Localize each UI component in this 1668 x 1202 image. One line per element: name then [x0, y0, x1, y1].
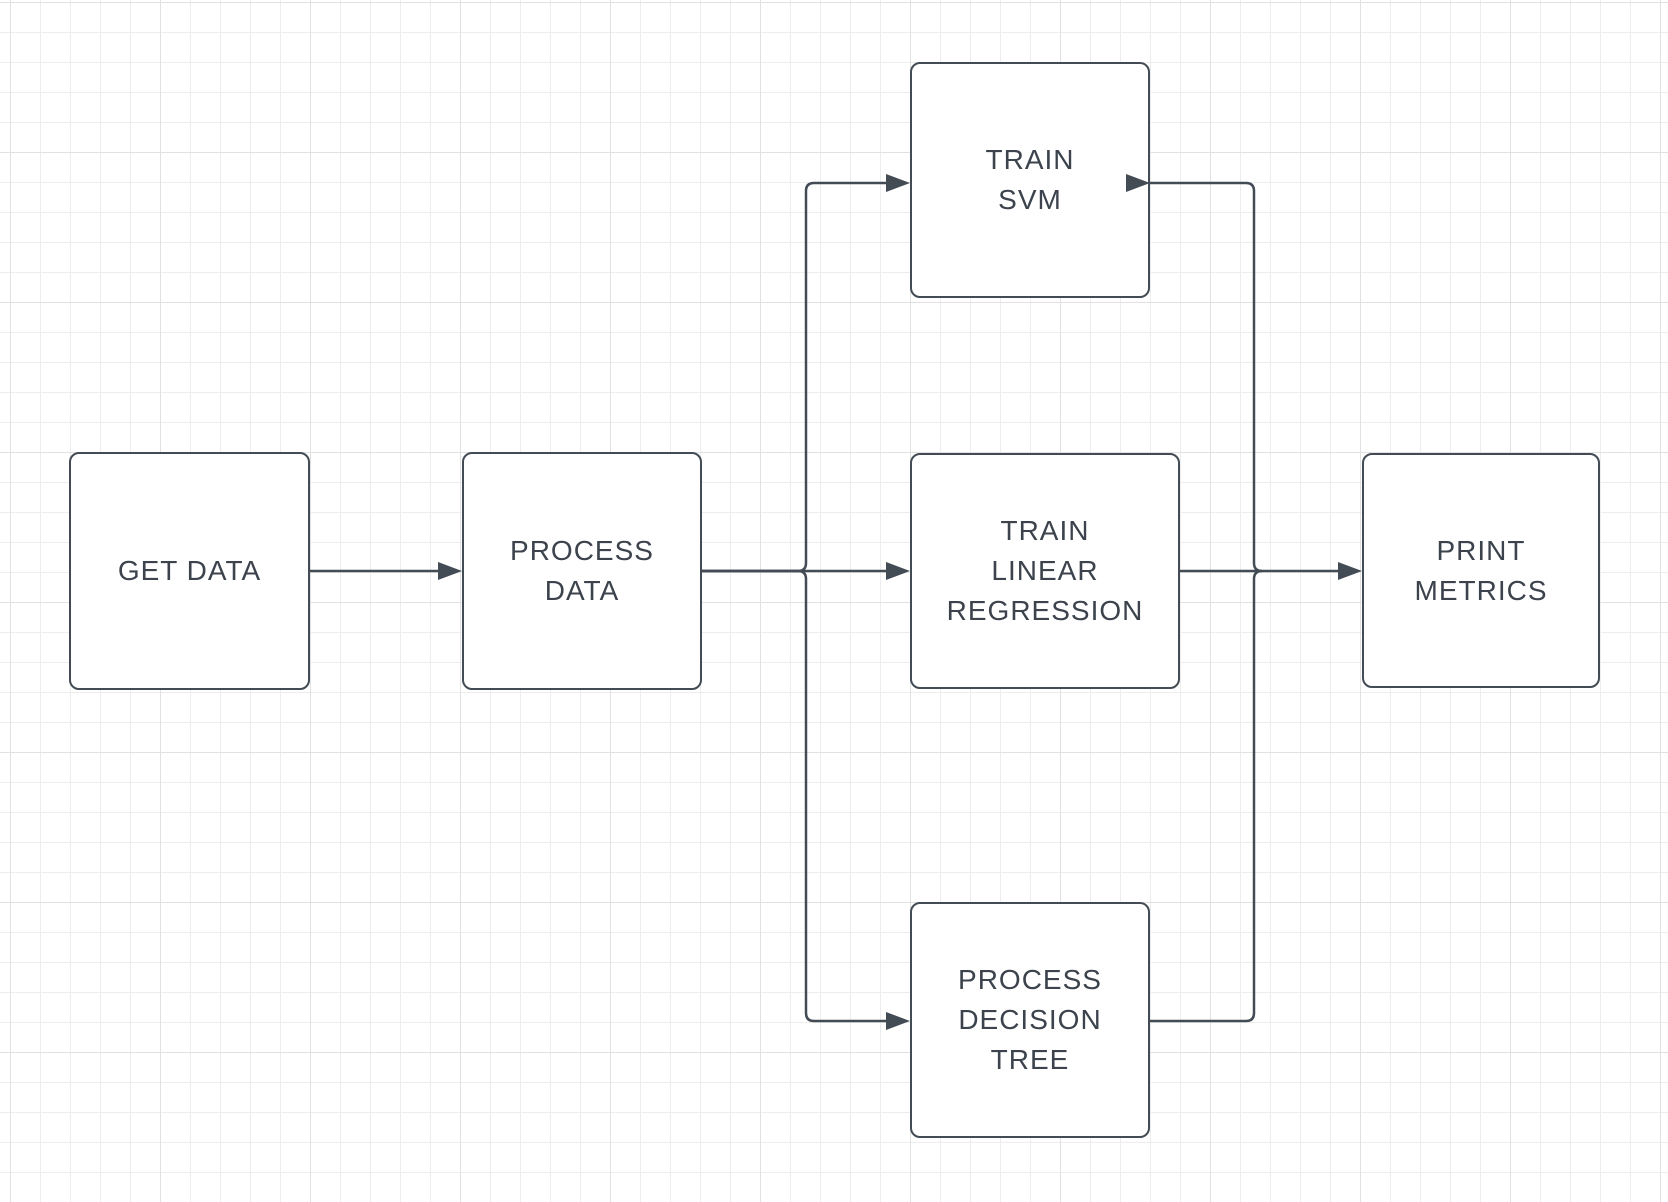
edge-train-linear-regression-to-print-metrics[interactable] — [1180, 562, 1362, 580]
arrowhead-into-train-linear-regression — [886, 562, 910, 580]
arrowhead-into-train-svm — [886, 174, 910, 192]
node-train-linear-regression[interactable]: TRAIN LINEAR REGRESSION — [910, 453, 1180, 689]
arrowhead-into-process-decision-tree — [886, 1012, 910, 1030]
edge-process-data-to-train-svm[interactable] — [702, 174, 910, 573]
node-print-metrics[interactable]: PRINT METRICS — [1362, 453, 1600, 688]
node-process-decision-tree[interactable]: PROCESS DECISION TREE — [910, 902, 1150, 1138]
node-process-data[interactable]: PROCESS DATA — [462, 452, 702, 690]
arrowhead-into-print-metrics — [1338, 562, 1362, 580]
node-train-svm-label: TRAIN SVM — [985, 144, 1075, 215]
node-get-data[interactable]: GET DATA — [69, 452, 310, 690]
node-process-data-label: PROCESS DATA — [510, 535, 654, 606]
node-get-data-label: GET DATA — [117, 555, 262, 586]
node-print-metrics-label: PRINT METRICS — [1414, 534, 1548, 606]
node-process-decision-tree-label: PROCESS DECISION TREE — [958, 964, 1102, 1075]
node-train-linear-regression-label: TRAIN LINEAR REGRESSION — [946, 515, 1144, 626]
edge-process-data-to-process-decision-tree[interactable] — [702, 569, 910, 1030]
node-train-svm[interactable]: TRAIN SVM — [910, 62, 1150, 298]
edge-process-data-to-train-linear-regression[interactable] — [702, 562, 910, 580]
edge-get-data-to-process-data[interactable] — [310, 562, 462, 580]
arrowhead-into-process-data — [438, 562, 462, 580]
